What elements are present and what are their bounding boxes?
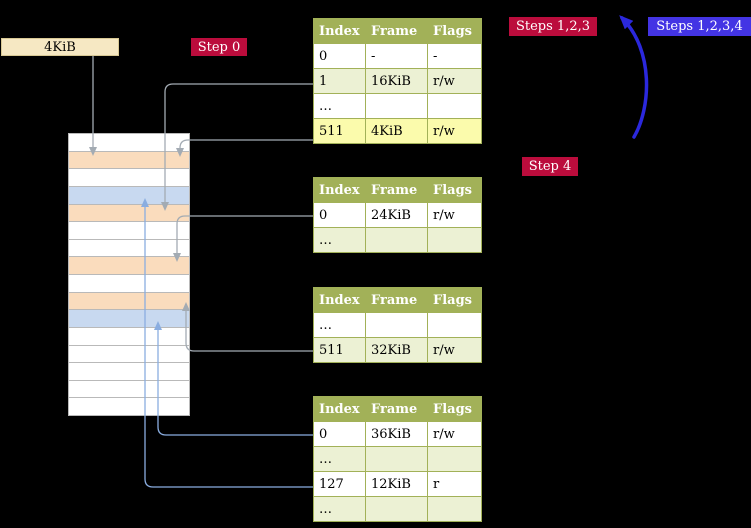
cell-index: 127: [313, 471, 366, 497]
table-row: 127 12KiB r: [313, 471, 482, 497]
memory-frame-row-peach: [68, 150, 190, 170]
badge-step0: Step 0: [191, 38, 247, 56]
table-header-row: Index Frame Flags: [313, 18, 482, 44]
cell-frame: [365, 312, 428, 338]
cell-index: 1: [313, 68, 366, 94]
cell-flags: [427, 312, 482, 338]
header-index: Index: [313, 18, 366, 44]
arrow-entry511-recursive-to-4kib-frame: [176, 139, 313, 157]
memory-frame-row-blue: [68, 185, 190, 205]
cell-index: …: [313, 446, 366, 472]
cell-index: 0: [313, 202, 366, 228]
page-table-1: Index Frame Flags 0 - - 1 16KiB r/w … 51…: [313, 18, 482, 144]
root-frame-box: 4KiB: [1, 38, 119, 56]
badge-steps-1-2-3-4: Steps 1,2,3,4: [648, 17, 751, 36]
table-row: 0 36KiB r/w: [313, 421, 482, 447]
memory-frame-row-white: [68, 221, 190, 240]
table-row: 1 16KiB r/w: [313, 68, 482, 94]
cell-index: …: [313, 312, 366, 338]
cell-frame: 24KiB: [365, 202, 428, 228]
cell-flags: r/w: [427, 68, 482, 94]
header-index: Index: [313, 287, 366, 313]
arrow-entry511-to-32kib-frame: [182, 302, 313, 352]
header-frame: Frame: [365, 396, 428, 422]
cell-index: …: [313, 227, 366, 253]
memory-frame-row-white: [68, 344, 190, 364]
memory-frame-row-peach: [68, 256, 190, 275]
memory-frame-row-blue: [68, 309, 190, 328]
table-header-row: Index Frame Flags: [313, 287, 482, 313]
cell-frame: 12KiB: [365, 471, 428, 497]
header-flags: Flags: [427, 287, 482, 313]
cell-flags: [427, 446, 482, 472]
cell-frame: [365, 227, 428, 253]
cell-frame: [365, 496, 428, 522]
header-index: Index: [313, 396, 366, 422]
cell-index: …: [313, 496, 366, 522]
memory-frame-row-white: [68, 362, 190, 381]
table-row-highlighted: 511 4KiB r/w: [313, 118, 482, 144]
memory-frame-row-peach: [68, 291, 190, 311]
memory-frame-row-peach: [68, 203, 190, 223]
table-row: …: [313, 446, 482, 472]
page-table-3: Index Frame Flags … 511 32KiB r/w: [313, 287, 482, 363]
badge-steps-1-2-3-label: Steps 1,2,3: [515, 19, 591, 34]
header-flags: Flags: [427, 177, 482, 203]
cell-flags: r/w: [427, 202, 482, 228]
memory-strip: [68, 133, 190, 416]
cell-flags: r/w: [427, 337, 482, 363]
memory-frame-row-white: [68, 133, 190, 152]
memory-frame-row-white: [68, 238, 190, 258]
memory-frame-row-white: [68, 379, 190, 399]
cell-index: 511: [313, 337, 366, 363]
root-frame-label: 4KiB: [44, 39, 76, 55]
badge-step4: Step 4: [522, 157, 578, 176]
cell-flags: r/w: [427, 118, 482, 144]
cell-flags: [427, 93, 482, 119]
table-header-row: Index Frame Flags: [313, 177, 482, 203]
cell-index: 0: [313, 43, 366, 69]
table-row: …: [313, 312, 482, 338]
badge-step4-label: Step 4: [528, 159, 572, 174]
badge-step0-label: Step 0: [197, 39, 241, 55]
memory-frame-row-white: [68, 326, 190, 346]
header-flags: Flags: [427, 18, 482, 44]
header-flags: Flags: [427, 396, 482, 422]
table-header-row: Index Frame Flags: [313, 396, 482, 422]
cell-frame: 16KiB: [365, 68, 428, 94]
header-frame: Frame: [365, 287, 428, 313]
badge-steps-1-2-3-4-label: Steps 1,2,3,4: [656, 19, 743, 34]
badge-steps-1-2-3: Steps 1,2,3: [509, 17, 597, 36]
cell-index: …: [313, 93, 366, 119]
table-row: 0 24KiB r/w: [313, 202, 482, 228]
header-frame: Frame: [365, 177, 428, 203]
table-row: …: [313, 496, 482, 522]
cell-frame: 4KiB: [365, 118, 428, 144]
cell-index: 511: [313, 118, 366, 144]
memory-frame-row-white: [68, 168, 190, 187]
header-frame: Frame: [365, 18, 428, 44]
cell-frame: -: [365, 43, 428, 69]
table-row: …: [313, 93, 482, 119]
table-row: …: [313, 227, 482, 253]
cell-flags: r: [427, 471, 482, 497]
page-table-2: Index Frame Flags 0 24KiB r/w …: [313, 177, 482, 253]
cell-flags: r/w: [427, 421, 482, 447]
arrow-recursive-loop: [619, 15, 649, 139]
table-row: 511 32KiB r/w: [313, 337, 482, 363]
cell-frame: [365, 446, 428, 472]
cell-flags: -: [427, 43, 482, 69]
cell-frame: [365, 93, 428, 119]
memory-frame-row-white: [68, 274, 190, 293]
memory-frame-row-white: [68, 397, 190, 416]
header-index: Index: [313, 177, 366, 203]
cell-flags: [427, 496, 482, 522]
cell-frame: 36KiB: [365, 421, 428, 447]
arrow-entry0-to-24kib-frame: [173, 215, 313, 262]
table-row: 0 - -: [313, 43, 482, 69]
cell-flags: [427, 227, 482, 253]
cell-index: 0: [313, 421, 366, 447]
page-table-4: Index Frame Flags 0 36KiB r/w … 127 12Ki…: [313, 396, 482, 522]
cell-frame: 32KiB: [365, 337, 428, 363]
